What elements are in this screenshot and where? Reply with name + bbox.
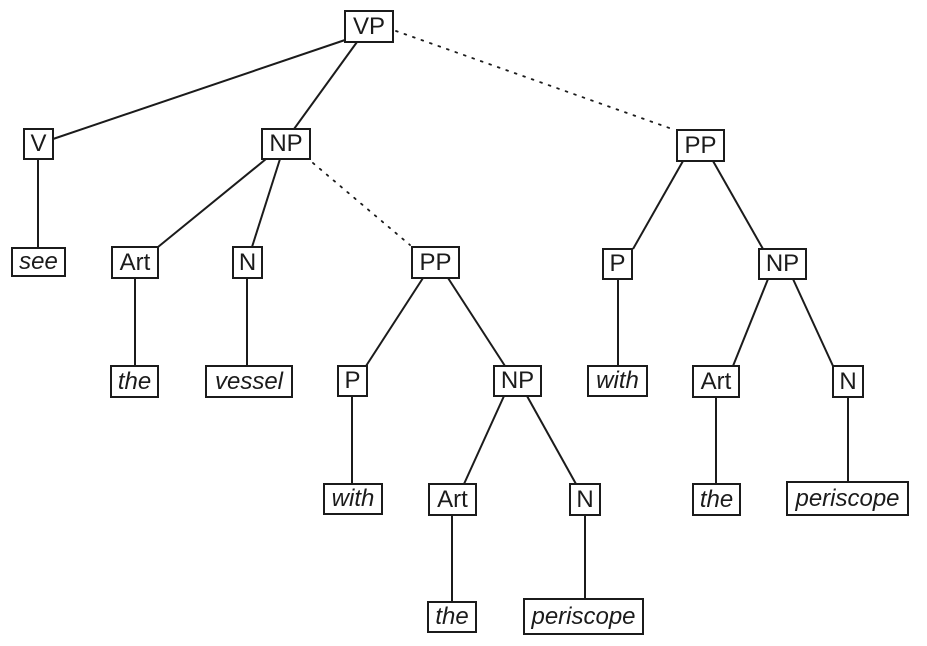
node-vp: VP <box>344 10 394 43</box>
edge-vp-np-object <box>293 41 358 130</box>
node-art-high: Art <box>692 365 740 398</box>
node-art-low: Art <box>428 483 477 516</box>
edge-np-object-pp-low-dotted <box>312 162 411 246</box>
edge-np-object-art <box>157 158 267 248</box>
leaf-the-low: the <box>427 601 477 633</box>
node-n-object: N <box>232 246 263 279</box>
leaf-with-low: with <box>323 483 383 515</box>
leaf-periscope-low: periscope <box>523 598 644 635</box>
leaf-with-high: with <box>587 365 648 397</box>
node-n-high: N <box>832 365 864 398</box>
edge-pp-high-p <box>632 160 684 250</box>
edge-np-low-n <box>526 395 577 485</box>
edge-np-high-art <box>732 278 769 367</box>
edge-np-high-n <box>792 278 834 367</box>
node-np-object: NP <box>261 128 311 160</box>
edge-vp-pp-high-dotted <box>395 30 676 131</box>
edge-np-object-n <box>251 158 281 248</box>
leaf-the-object: the <box>110 365 159 398</box>
edge-pp-low-p <box>365 277 424 367</box>
edge-np-low-art <box>463 395 505 485</box>
leaf-vessel: vessel <box>205 365 293 398</box>
leaf-see: see <box>11 247 66 277</box>
edge-pp-low-np <box>447 277 506 367</box>
leaf-periscope-high: periscope <box>786 481 909 516</box>
edge-vp-v <box>52 39 346 140</box>
leaf-the-high: the <box>692 483 741 516</box>
node-pp-low: PP <box>411 246 460 279</box>
node-np-high: NP <box>758 248 807 280</box>
node-art-object: Art <box>111 246 159 279</box>
node-n-low: N <box>569 483 601 516</box>
node-pp-high: PP <box>676 129 725 162</box>
node-np-low: NP <box>493 365 542 397</box>
node-p-high: P <box>602 248 633 280</box>
node-p-low: P <box>337 365 368 397</box>
node-v: V <box>23 128 54 160</box>
edge-pp-high-np <box>712 160 764 250</box>
